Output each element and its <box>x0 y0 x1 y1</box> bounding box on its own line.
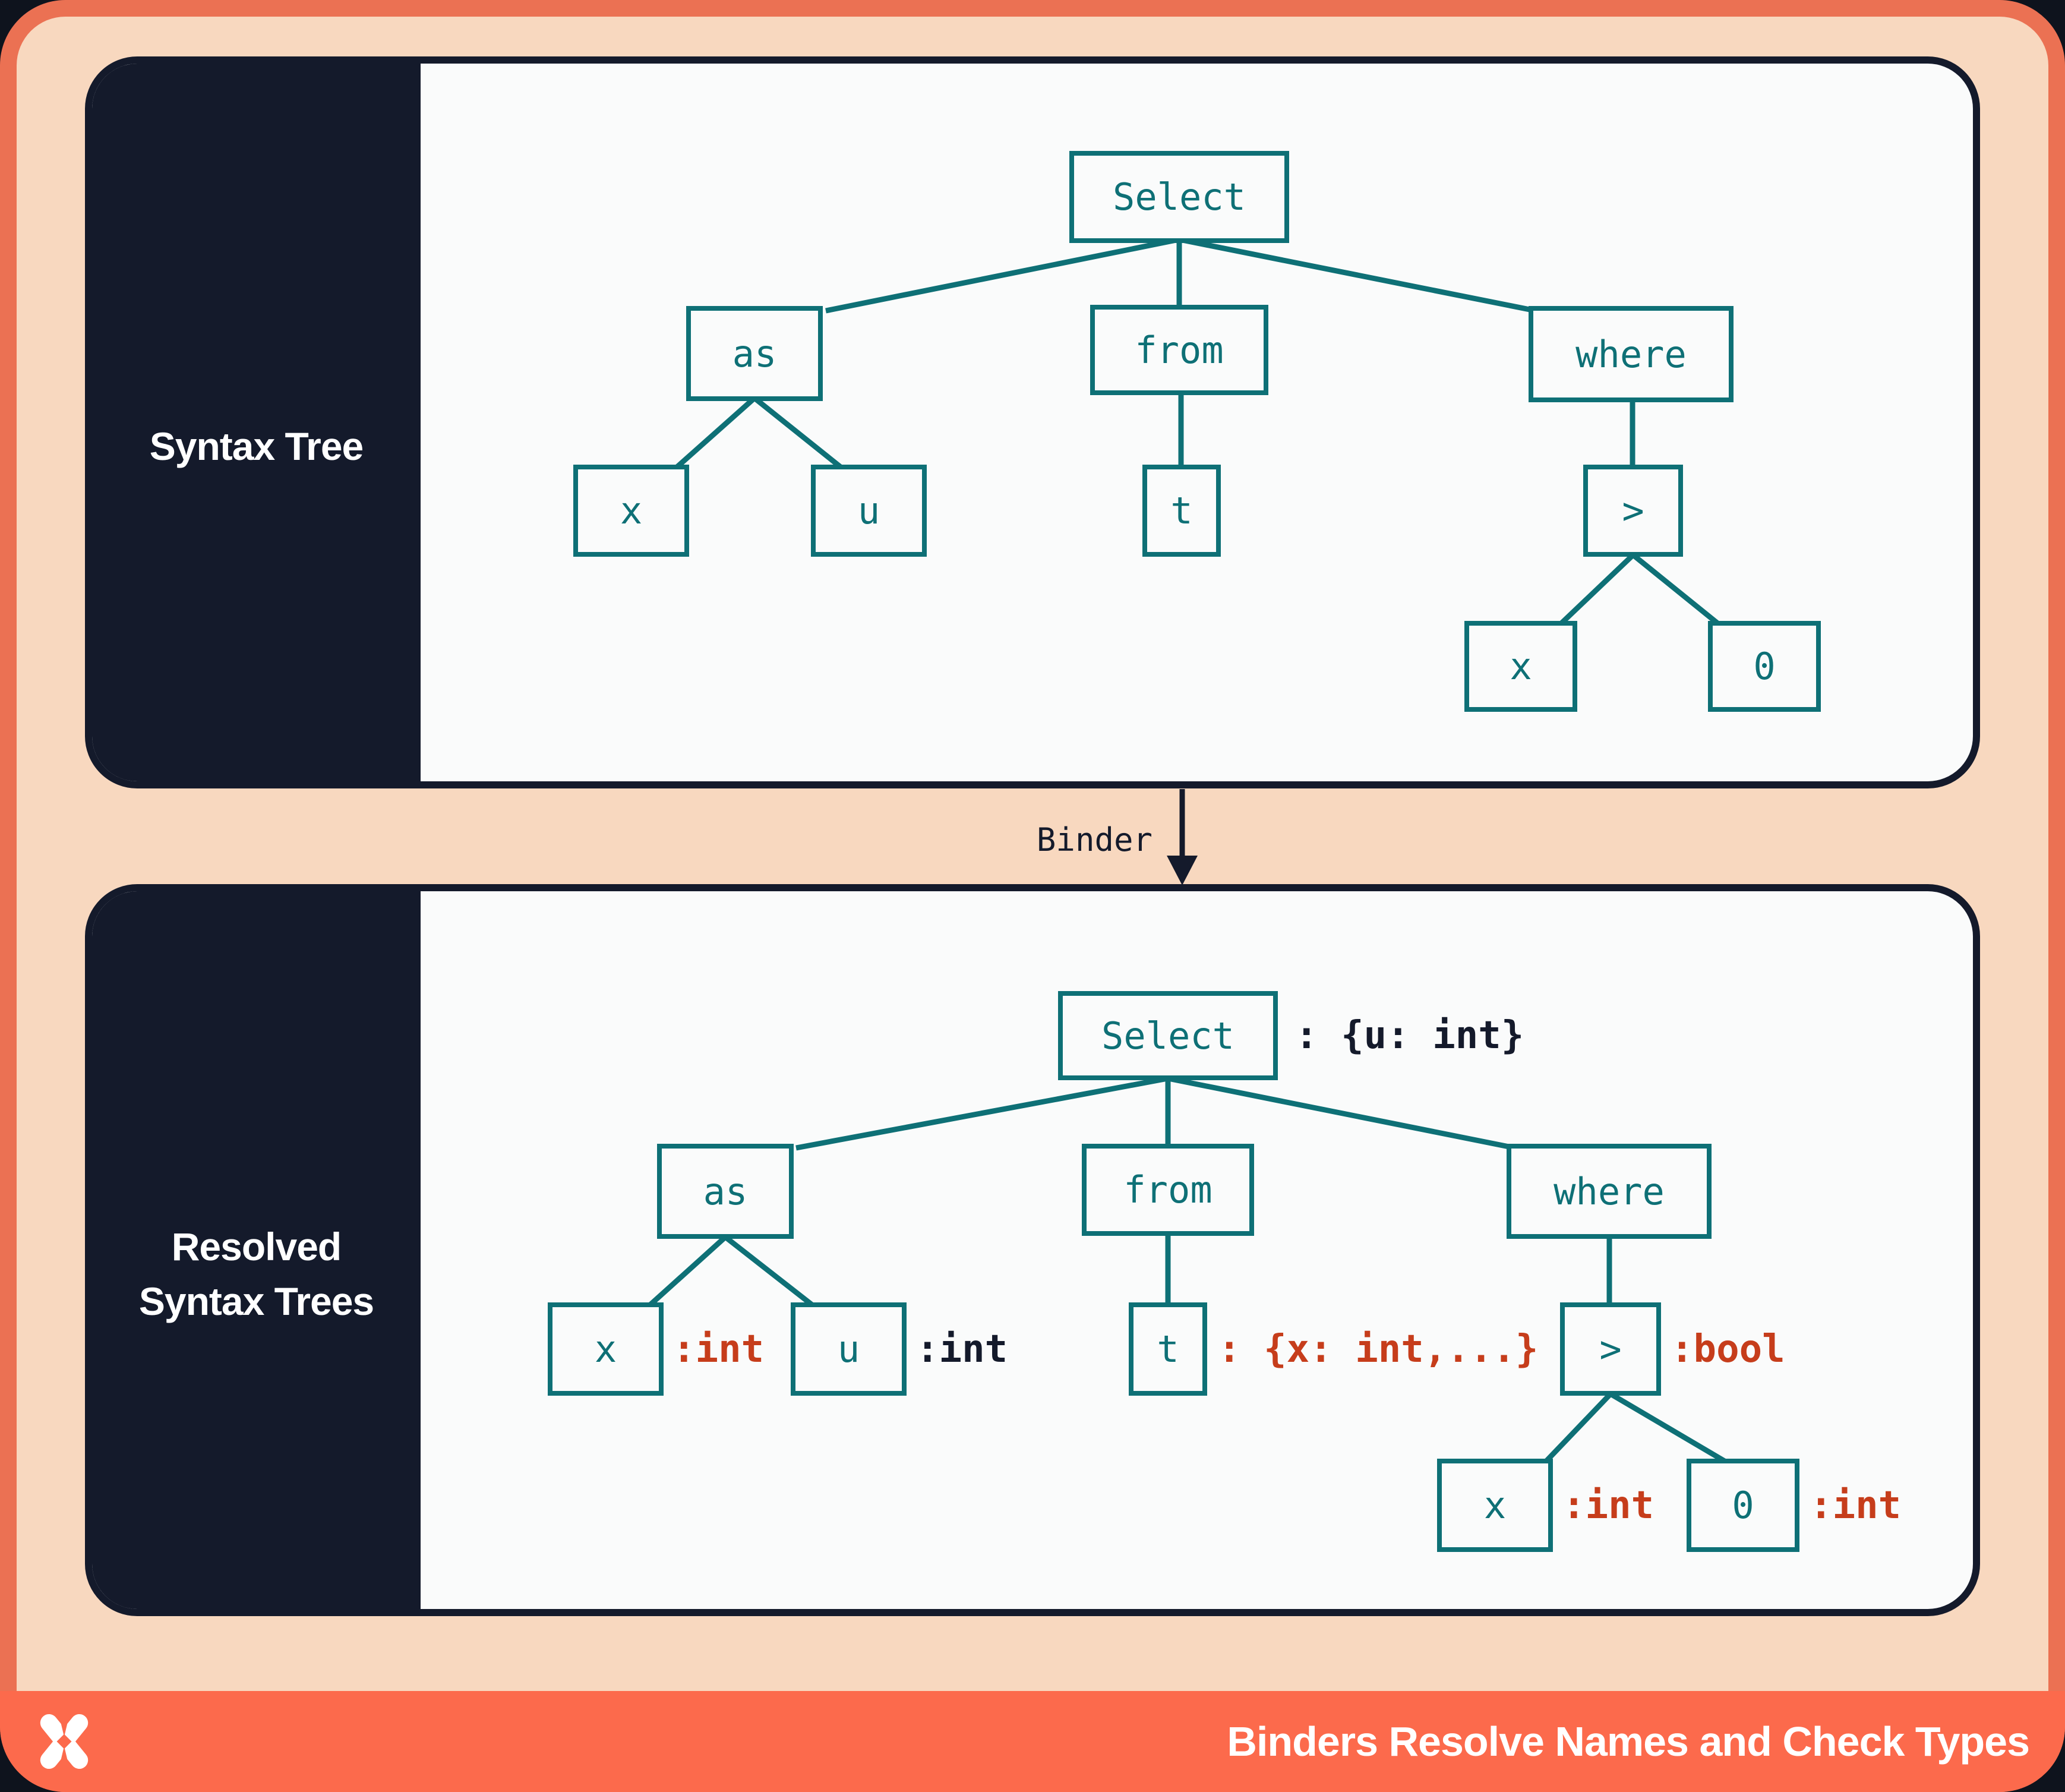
node-t-2: t <box>1129 1302 1207 1396</box>
node-x-2: x <box>1464 621 1577 712</box>
footer-bar: Binders Resolve Names and Check Types <box>0 1691 2065 1792</box>
type-annotation-x-3: :int <box>672 1327 765 1371</box>
node-gt-1: > <box>1583 465 1683 557</box>
x-pinwheel-logo <box>40 1712 89 1771</box>
node-as-1: as <box>686 306 823 401</box>
node-x-3: x <box>548 1302 664 1396</box>
type-annotation-select: : {u: int} <box>1295 1014 1524 1058</box>
type-annotation-t: : {x: int,...} <box>1218 1327 1539 1371</box>
syntax-tree-sidebar: Syntax Tree <box>92 64 421 781</box>
node-x-4: x <box>1437 1459 1553 1552</box>
node-u-2: u <box>791 1302 907 1396</box>
footer-title: Binders Resolve Names and Check Types <box>1227 1718 2030 1765</box>
type-annotation-zero: :int <box>1810 1483 1902 1528</box>
resolved-syntax-trees-sidebar: Resolved Syntax Trees <box>92 891 421 1609</box>
node-t-1: t <box>1142 465 1221 557</box>
node-from-2: from <box>1082 1144 1254 1236</box>
node-select-1: Select <box>1069 151 1289 243</box>
panel-title-resolved-line2: Syntax Trees <box>138 1279 374 1323</box>
node-from-1: from <box>1090 305 1268 395</box>
node-zero-2: 0 <box>1687 1459 1799 1552</box>
node-x-1: x <box>573 465 689 557</box>
panel-title-resolved-line1: Resolved <box>171 1225 342 1269</box>
type-annotation-u: :int <box>916 1327 1008 1371</box>
binder-label: Binder <box>1036 821 1153 859</box>
node-where-1: where <box>1529 306 1734 402</box>
type-annotation-gt: :bool <box>1671 1327 1785 1371</box>
node-as-2: as <box>657 1144 794 1239</box>
node-select-2: Select <box>1058 991 1278 1080</box>
node-u-1: u <box>811 465 927 557</box>
type-annotation-x-4: :int <box>1562 1483 1654 1528</box>
node-gt-2: > <box>1560 1302 1661 1396</box>
syntax-tree-panel: Syntax Tree <box>85 56 1980 788</box>
node-where-2: where <box>1507 1144 1712 1239</box>
panel-title-syntax-tree: Syntax Tree <box>149 424 364 468</box>
node-zero-1: 0 <box>1708 621 1821 712</box>
resolved-syntax-trees-panel: Resolved Syntax Trees <box>85 884 1980 1616</box>
